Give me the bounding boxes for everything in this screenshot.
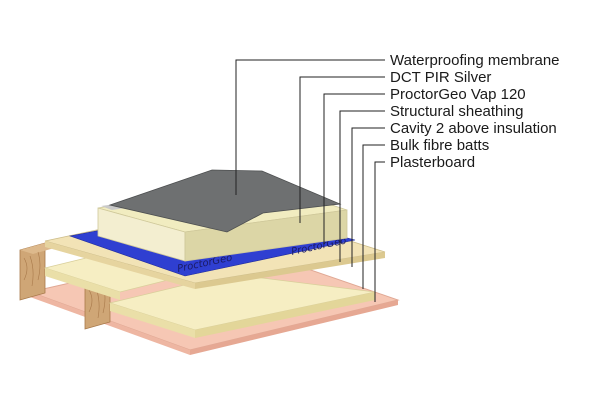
plasterboard-edge [30, 292, 190, 355]
leader-waterproofing [235, 59, 385, 195]
label-proctorgeo-vap-120: ProctorGeo Vap 120 [390, 86, 526, 103]
leader-cavity [351, 127, 385, 267]
pir-side [184, 209, 348, 262]
leader-batts [362, 144, 385, 289]
leader-sheathing [339, 110, 385, 262]
label-waterproofing-membrane: Waterproofing membrane [390, 52, 560, 69]
label-bulk-fibre-batts: Bulk fibre batts [390, 137, 489, 154]
batts-right-edge-r [195, 292, 375, 338]
label-structural-sheathing: Structural sheathing [390, 103, 523, 120]
label-dct-pir-silver: DCT PIR Silver [390, 69, 491, 86]
batts-left-edge [45, 268, 120, 300]
joist-left-grain [23, 251, 41, 287]
batts-right-edge [110, 303, 195, 338]
plasterboard-edge-right [190, 300, 398, 355]
label-plasterboard: Plasterboard [390, 154, 475, 171]
leader-vap [323, 93, 385, 244]
leader-lines [235, 59, 385, 302]
sheathing-edge-right [195, 252, 385, 289]
callout-labels: Waterproofing membrane DCT PIR Silver Pr… [390, 52, 560, 171]
leader-plasterboard [374, 161, 385, 302]
joist-left-face [19, 242, 46, 301]
joist-left [19, 242, 58, 301]
sheathing-edge [45, 241, 195, 289]
leader-pir [299, 76, 385, 223]
label-cavity-2-above-insulation: Cavity 2 above insulation [390, 120, 557, 137]
